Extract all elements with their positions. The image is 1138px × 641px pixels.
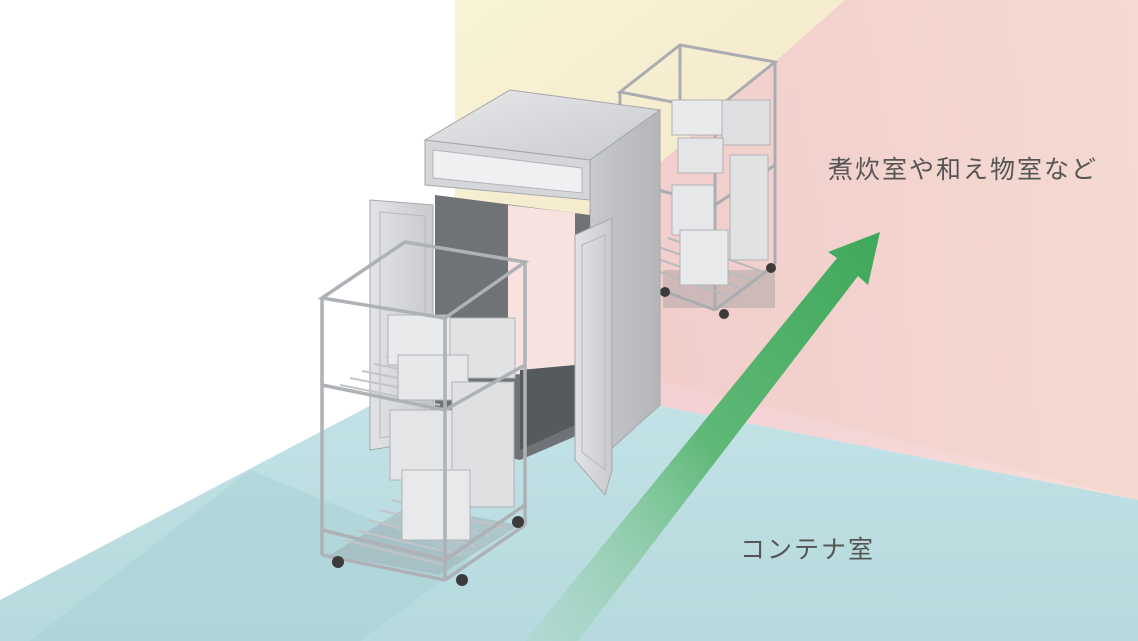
flow-arrow bbox=[525, 232, 880, 641]
floor-shadow-band bbox=[30, 470, 470, 641]
upper-room-label: 煮炊室や和え物室など bbox=[828, 155, 1099, 184]
container-room-label: コンテナ室 bbox=[740, 535, 876, 564]
right-door bbox=[574, 217, 613, 497]
pass-through-cabinet bbox=[369, 89, 662, 497]
upper-room-floor bbox=[505, 0, 1138, 500]
front-cart bbox=[317, 240, 530, 586]
